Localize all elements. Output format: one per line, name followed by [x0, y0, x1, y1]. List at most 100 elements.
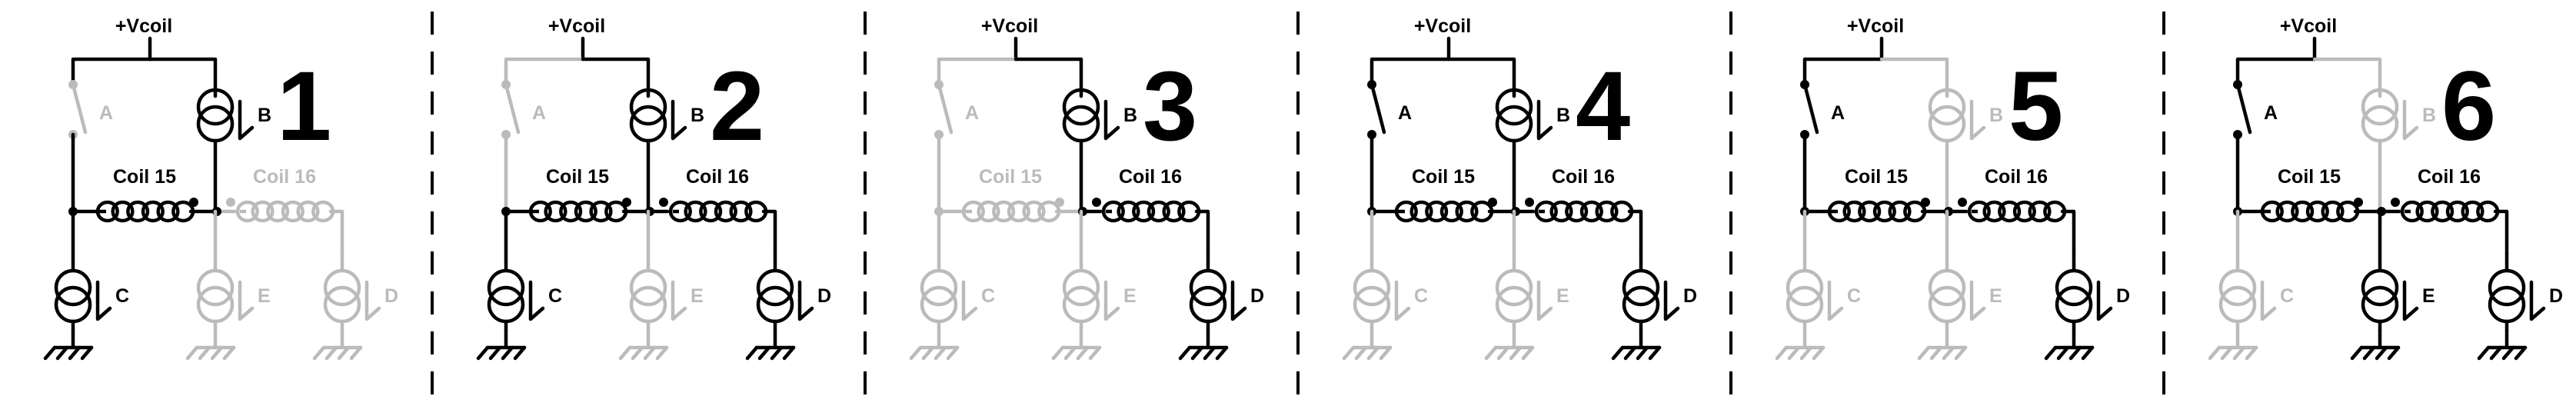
- current-source-d: [756, 251, 814, 333]
- svg-text:C: C: [548, 285, 562, 307]
- vcoil-label: +Vcoil: [1847, 15, 1904, 37]
- coil-16-label: Coil 16: [1552, 166, 1615, 188]
- source-c-label: C: [548, 285, 562, 307]
- coil-16: [1513, 198, 1643, 256]
- source-e-label: E: [691, 285, 704, 307]
- svg-text:Coil 15: Coil 15: [2278, 166, 2341, 188]
- ground-e: [1484, 328, 1535, 361]
- svg-text:A: A: [1398, 102, 1412, 124]
- source-b-top-wire: [1013, 57, 1083, 98]
- svg-text:Coil 16: Coil 16: [253, 166, 316, 188]
- switch-a: [68, 80, 88, 139]
- vcoil-label: +Vcoil: [981, 15, 1038, 37]
- svg-text:C: C: [1414, 285, 1428, 307]
- svg-text:B: B: [2422, 105, 2436, 126]
- switch-a-label: A: [532, 102, 546, 124]
- svg-text:B: B: [258, 105, 271, 126]
- switch-a-label: A: [2264, 102, 2278, 124]
- svg-text:5: 5: [2009, 52, 2063, 161]
- svg-text:E: E: [1989, 285, 2002, 307]
- ground-c: [43, 328, 94, 361]
- svg-text:4: 4: [1576, 52, 1630, 161]
- current-source-e: [1928, 209, 1986, 333]
- switch-a-label: A: [99, 102, 113, 124]
- svg-text:Coil 15: Coil 15: [113, 166, 176, 188]
- svg-text:+Vcoil: +Vcoil: [2280, 15, 2337, 37]
- source-c-label: C: [1847, 285, 1861, 307]
- svg-text:B: B: [1556, 105, 1570, 126]
- coil-15-label: Coil 15: [1412, 166, 1475, 188]
- svg-text:Coil 16: Coil 16: [686, 166, 749, 188]
- switch-a: [2233, 80, 2252, 139]
- current-source-b: [629, 88, 687, 143]
- ground-c: [1342, 328, 1393, 361]
- source-b-label: B: [1556, 105, 1570, 126]
- vcoil-label: +Vcoil: [548, 15, 605, 37]
- ground-d: [312, 328, 363, 361]
- svg-text:D: D: [2116, 285, 2130, 307]
- source-b-label: B: [258, 105, 271, 126]
- svg-text:+Vcoil: +Vcoil: [115, 15, 172, 37]
- source-e-label: E: [2422, 285, 2435, 307]
- ground-c: [909, 328, 960, 361]
- switch-a-wire: [1370, 57, 1451, 87]
- source-b-top-wire: [1446, 57, 1516, 98]
- svg-text:B: B: [1123, 105, 1137, 126]
- ground-d: [2044, 328, 2095, 361]
- switch-a-wire: [1802, 57, 1884, 87]
- coil-16-label: Coil 16: [2418, 166, 2481, 188]
- svg-text:6: 6: [2441, 52, 2496, 161]
- coil-15: [2235, 198, 2384, 223]
- coil-16-label: Coil 16: [686, 166, 749, 188]
- source-d-label: D: [817, 285, 831, 307]
- source-c-label: C: [981, 285, 995, 307]
- source-b-top-wire: [581, 57, 651, 98]
- coil-15-label: Coil 15: [979, 166, 1042, 188]
- svg-text:D: D: [1683, 285, 1697, 307]
- source-d-label: D: [2549, 285, 2563, 307]
- svg-text:D: D: [2549, 285, 2563, 307]
- current-source-e: [629, 209, 687, 333]
- current-source-d: [2055, 251, 2113, 333]
- svg-text:E: E: [1123, 285, 1137, 307]
- svg-text:+Vcoil: +Vcoil: [981, 15, 1038, 37]
- panel-number: 5: [2009, 52, 2063, 161]
- coil-15-label: Coil 15: [546, 166, 609, 188]
- current-source-c: [1353, 209, 1411, 333]
- ground-c: [476, 328, 527, 361]
- switch-a: [1367, 80, 1386, 139]
- svg-text:E: E: [1556, 285, 1569, 307]
- current-source-d: [1622, 251, 1680, 333]
- ground-d: [745, 328, 796, 361]
- coil-16: [1946, 198, 2076, 256]
- coil-15: [71, 198, 219, 223]
- source-e-label: E: [1989, 285, 2002, 307]
- vcoil-label: +Vcoil: [2280, 15, 2337, 37]
- switch-a-wire: [937, 57, 1018, 87]
- source-b-label: B: [1989, 105, 2003, 126]
- source-b-top-wire: [148, 57, 218, 98]
- current-source-e: [1062, 209, 1120, 333]
- source-d-label: D: [1683, 285, 1697, 307]
- source-b-label: B: [2422, 105, 2436, 126]
- coil-15-label: Coil 15: [113, 166, 176, 188]
- source-c-label: C: [115, 285, 129, 307]
- switch-a-label: A: [965, 102, 979, 124]
- panel-number: 4: [1576, 52, 1630, 161]
- vcoil-label: +Vcoil: [1414, 15, 1471, 37]
- source-e-label: E: [1556, 285, 1569, 307]
- svg-text:A: A: [965, 102, 979, 124]
- svg-text:Coil 16: Coil 16: [1119, 166, 1182, 188]
- current-source-b: [2361, 88, 2419, 143]
- current-source-d: [2488, 251, 2546, 333]
- svg-text:B: B: [691, 105, 704, 126]
- coil-15-label: Coil 15: [2278, 166, 2341, 188]
- coil-15: [504, 198, 652, 223]
- current-source-c: [2218, 209, 2277, 333]
